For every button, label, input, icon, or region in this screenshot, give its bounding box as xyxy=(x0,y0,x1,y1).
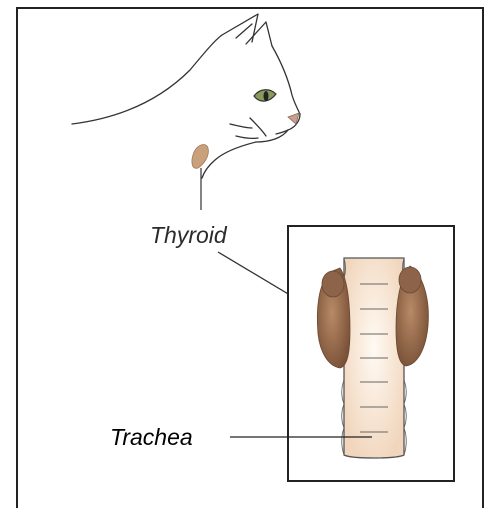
cat-eye xyxy=(254,90,276,101)
thyroid-label: Thyroid xyxy=(150,222,228,248)
trachea-illustration xyxy=(342,258,407,458)
trachea-label: Trachea xyxy=(110,424,193,450)
neck-thyroid-icon xyxy=(192,145,208,169)
